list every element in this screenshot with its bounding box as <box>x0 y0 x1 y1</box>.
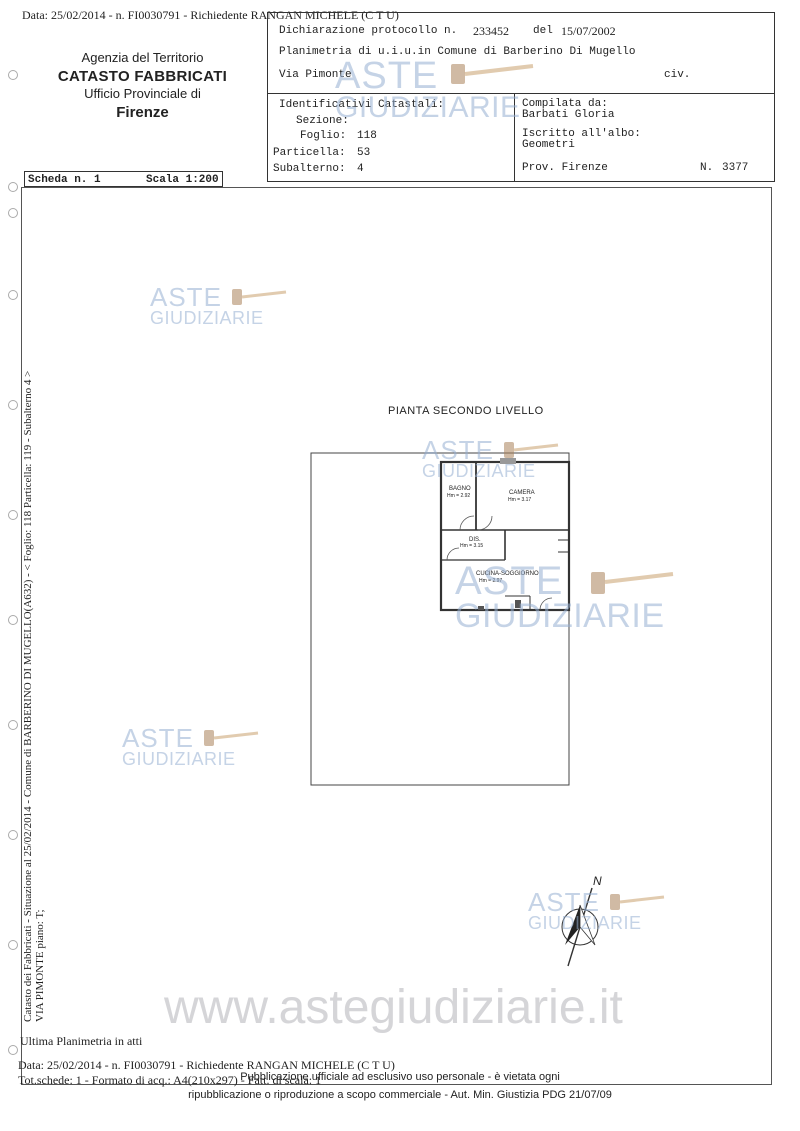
subalterno-label: Subalterno: <box>273 163 346 175</box>
watermark-aste-2: ASTE GIUDIZIARIE <box>422 437 559 480</box>
fixture-mark <box>478 606 484 610</box>
foglio-label: Foglio: <box>300 130 347 142</box>
scheda-box <box>24 171 223 187</box>
room-camera-name: CAMERA <box>509 490 535 496</box>
window-mark <box>500 458 516 464</box>
fixture-mark <box>515 600 521 608</box>
gavel-icon <box>610 894 665 910</box>
prov-label: Prov. Firenze <box>522 162 608 174</box>
del-label: del <box>533 25 553 37</box>
catasto-fabbricati-title: CATASTO FABBRICATI <box>57 67 228 85</box>
scheda-label: Scheda n. 1 <box>28 174 101 186</box>
agency-block: Agenzia del Territorio CATASTO FABBRICAT… <box>40 50 245 123</box>
lot-outline <box>310 452 570 786</box>
publication-notice-2: ripubblicazione o riproduzione a scopo c… <box>188 1089 612 1101</box>
protocol-number: 233452 <box>473 24 509 38</box>
binder-hole <box>8 1045 18 1055</box>
form-box <box>267 12 775 182</box>
identificativi-label: Identificativi Catastali: <box>279 99 445 111</box>
civ-label: civ. <box>664 69 691 81</box>
compilata-label: Compilata da: <box>522 98 608 110</box>
gavel-icon <box>591 572 674 594</box>
watermark-website: www.astegiudiziarie.it <box>164 981 623 1034</box>
particella-value: 53 <box>357 147 371 159</box>
binder-hole <box>8 400 18 410</box>
binder-hole <box>8 720 18 730</box>
planimetria-line: Planimetria di u.i.u.in Comune di Barber… <box>279 46 636 58</box>
watermark-aste-1: ASTE GIUDIZIARIE <box>150 284 287 327</box>
room-cucina-height: Hm = 2.97 <box>479 578 503 584</box>
office-city: Firenze <box>116 104 169 122</box>
watermark-aste-3: ASTE GIUDIZIARIE <box>455 561 674 633</box>
room-dis-height: Hm = 3.15 <box>460 543 484 549</box>
north-label: N <box>593 874 602 888</box>
binder-hole <box>8 182 18 192</box>
protocol-date: 15/07/2002 <box>561 24 616 38</box>
room-bagno-height: Hm = 2.92 <box>447 493 471 499</box>
watermark-aste-header: ASTE GIUDIZIARIE <box>335 57 534 123</box>
form-divider-vertical <box>514 93 515 182</box>
foglio-value: 118 <box>357 130 377 142</box>
room-camera-height: Hm = 3.17 <box>508 497 532 503</box>
binder-hole <box>8 615 18 625</box>
gavel-icon <box>451 64 534 84</box>
room-cucina-name: CUCINA-SOGGIORNO <box>476 571 539 577</box>
room-dis-name: DIS. <box>469 537 481 543</box>
ultima-planimetria: Ultima Planimetria in atti <box>20 1034 143 1048</box>
iscritto-value: Geometri <box>522 139 575 151</box>
publication-notice-1: Pubblicazione ufficiale ad esclusivo uso… <box>240 1071 560 1083</box>
albo-n-label: N. <box>700 162 714 174</box>
binder-hole <box>8 510 18 520</box>
binder-hole <box>8 208 18 218</box>
albo-n-value: 3377 <box>722 162 749 174</box>
drawing-frame <box>21 187 772 1085</box>
binder-hole <box>8 290 18 300</box>
binder-hole <box>8 940 18 950</box>
gavel-icon <box>204 730 259 746</box>
sezione-label: Sezione: <box>296 115 349 127</box>
plan-title: PIANTA SECONDO LIVELLO <box>388 405 544 417</box>
particella-label: Particella: <box>273 147 346 159</box>
form-divider-horizontal <box>267 93 775 94</box>
address-via: Via Pimonte <box>279 69 352 81</box>
north-arrow-icon <box>561 887 599 967</box>
watermark-aste-5: ASTE GIUDIZIARIE <box>528 889 665 932</box>
binder-hole <box>8 830 18 840</box>
gavel-icon <box>232 289 287 305</box>
footer-data-line: Data: 25/02/2014 - n. FI0030791 - Richie… <box>18 1058 395 1072</box>
dichiarazione-label: Dichiarazione protocollo n. <box>279 25 458 37</box>
header-request-line: Data: 25/02/2014 - n. FI0030791 - Richie… <box>22 8 399 22</box>
scala-label: Scala 1:200 <box>146 174 219 186</box>
ufficio-label: Ufficio Provinciale di <box>84 86 201 102</box>
subalterno-value: 4 <box>357 163 364 175</box>
agency-name: Agenzia del Territorio <box>81 50 204 65</box>
footer-tot-schede: Tot.schede: 1 - Formato di acq.: A4(210x… <box>18 1073 322 1087</box>
watermark-aste-4: ASTE GIUDIZIARIE <box>122 725 259 768</box>
iscritto-label: Iscritto all'albo: <box>522 128 641 140</box>
gavel-icon <box>504 442 559 458</box>
compilata-name: Barbati Gloria <box>522 109 615 121</box>
room-bagno-name: BAGNO <box>449 486 471 492</box>
binder-hole <box>8 70 18 80</box>
door-swings <box>446 515 553 611</box>
